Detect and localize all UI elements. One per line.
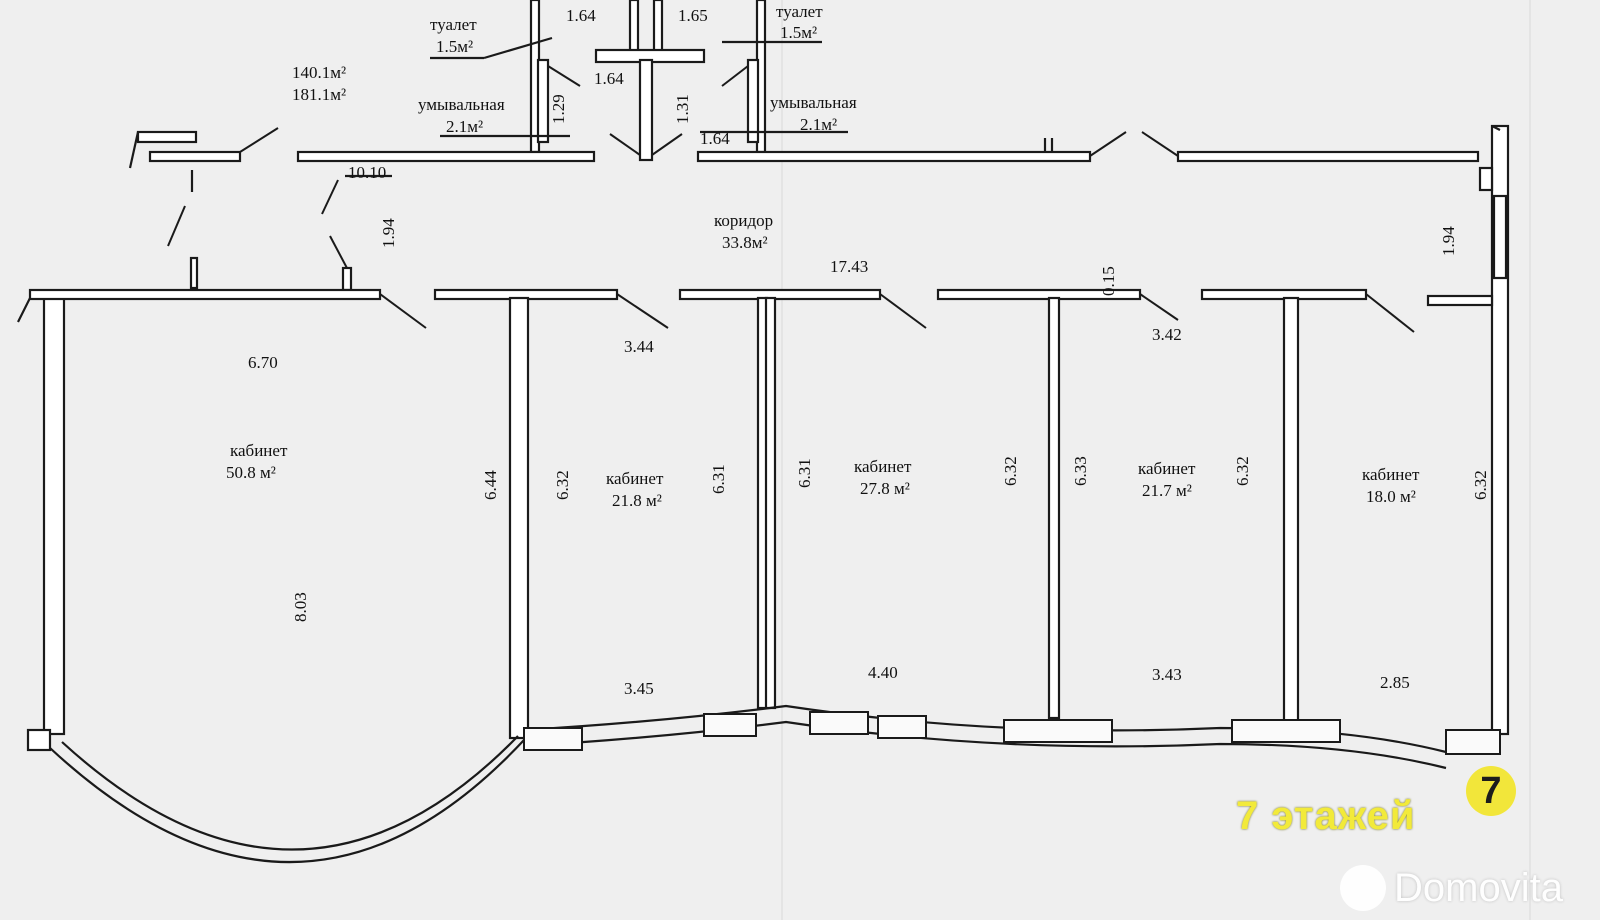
dim-label: 6.70: [248, 353, 278, 372]
corridor-area: 33.8м²: [722, 233, 768, 252]
office-5-name: кабинет: [1362, 465, 1420, 484]
dim-label: 6.32: [1001, 456, 1020, 486]
toilet-left-area: 1.5м²: [436, 37, 473, 56]
dimension-labels: 1.64 1.65 1.64 1.64 10.10 17.43 6.70 3.4…: [248, 6, 1490, 698]
washroom-left-name: умывальная: [418, 95, 505, 114]
office-3-area: 27.8 м²: [860, 479, 910, 498]
dim-label: 6.33: [1071, 456, 1090, 486]
office-2-name: кабинет: [606, 469, 664, 488]
room-labels: туалет 1.5м² туалет 1.5м² умывальная 2.1…: [226, 2, 1420, 510]
dim-label: 6.31: [709, 464, 728, 494]
dim-label: 8.03: [291, 592, 310, 622]
brand-watermark: Domovita: [1340, 865, 1563, 911]
dim-label: 3.42: [1152, 325, 1182, 344]
dim-label: 4.40: [868, 663, 898, 682]
dim-label: 10.10: [348, 163, 386, 182]
dim-label: 6.44: [481, 470, 500, 500]
toilet-right-name: туалет: [776, 2, 823, 21]
floors-badge-icon: 7: [1466, 766, 1516, 816]
dim-label: 1.94: [379, 218, 398, 248]
dim-label: 1.64: [700, 129, 730, 148]
washroom-right-area: 2.1м²: [800, 115, 837, 134]
total-area-2: 181.1м²: [292, 85, 346, 104]
dim-label: 6.31: [795, 458, 814, 488]
office-4-area: 21.7 м²: [1142, 481, 1192, 500]
washroom-right-name: умывальная: [770, 93, 857, 112]
dim-label: 6.32: [553, 470, 572, 500]
brand-name: Domovita: [1394, 865, 1563, 910]
dim-label: 3.45: [624, 679, 654, 698]
dim-label: 1.94: [1439, 226, 1458, 256]
dim-label: 1.65: [678, 6, 708, 25]
corridor-name: коридор: [714, 211, 773, 230]
office-5-area: 18.0 м²: [1366, 487, 1416, 506]
office-partitions: [508, 296, 1300, 740]
brand-logo-icon: [1340, 865, 1386, 911]
facade: [49, 704, 1501, 864]
office-4-name: кабинет: [1138, 459, 1196, 478]
washroom-left-area: 2.1м²: [446, 117, 483, 136]
dim-label: 2.85: [1380, 673, 1410, 692]
dim-label: 0.15: [1099, 266, 1118, 296]
office-3-name: кабинет: [854, 457, 912, 476]
dim-label: 17.43: [830, 257, 868, 276]
office-2-area: 21.8 м²: [612, 491, 662, 510]
dim-label: 1.64: [566, 6, 596, 25]
dim-label: 1.31: [673, 94, 692, 124]
office-1-area: 50.8 м²: [226, 463, 276, 482]
dim-label: 3.43: [1152, 665, 1182, 684]
total-area-1: 140.1м²: [292, 63, 346, 82]
toilet-right-area: 1.5м²: [780, 23, 817, 42]
dim-label: 3.44: [624, 337, 654, 356]
toilet-left-name: туалет: [430, 15, 477, 34]
dim-label: 1.29: [549, 94, 568, 124]
office-front-walls: [28, 288, 1415, 333]
corridor-top-wall: [128, 127, 1480, 292]
dim-label: 6.32: [1471, 470, 1490, 500]
office-1-name: кабинет: [230, 441, 288, 460]
dim-label: 6.32: [1233, 456, 1252, 486]
dim-label: 1.64: [594, 69, 624, 88]
floors-count-label: 7 этажей: [1236, 794, 1416, 838]
